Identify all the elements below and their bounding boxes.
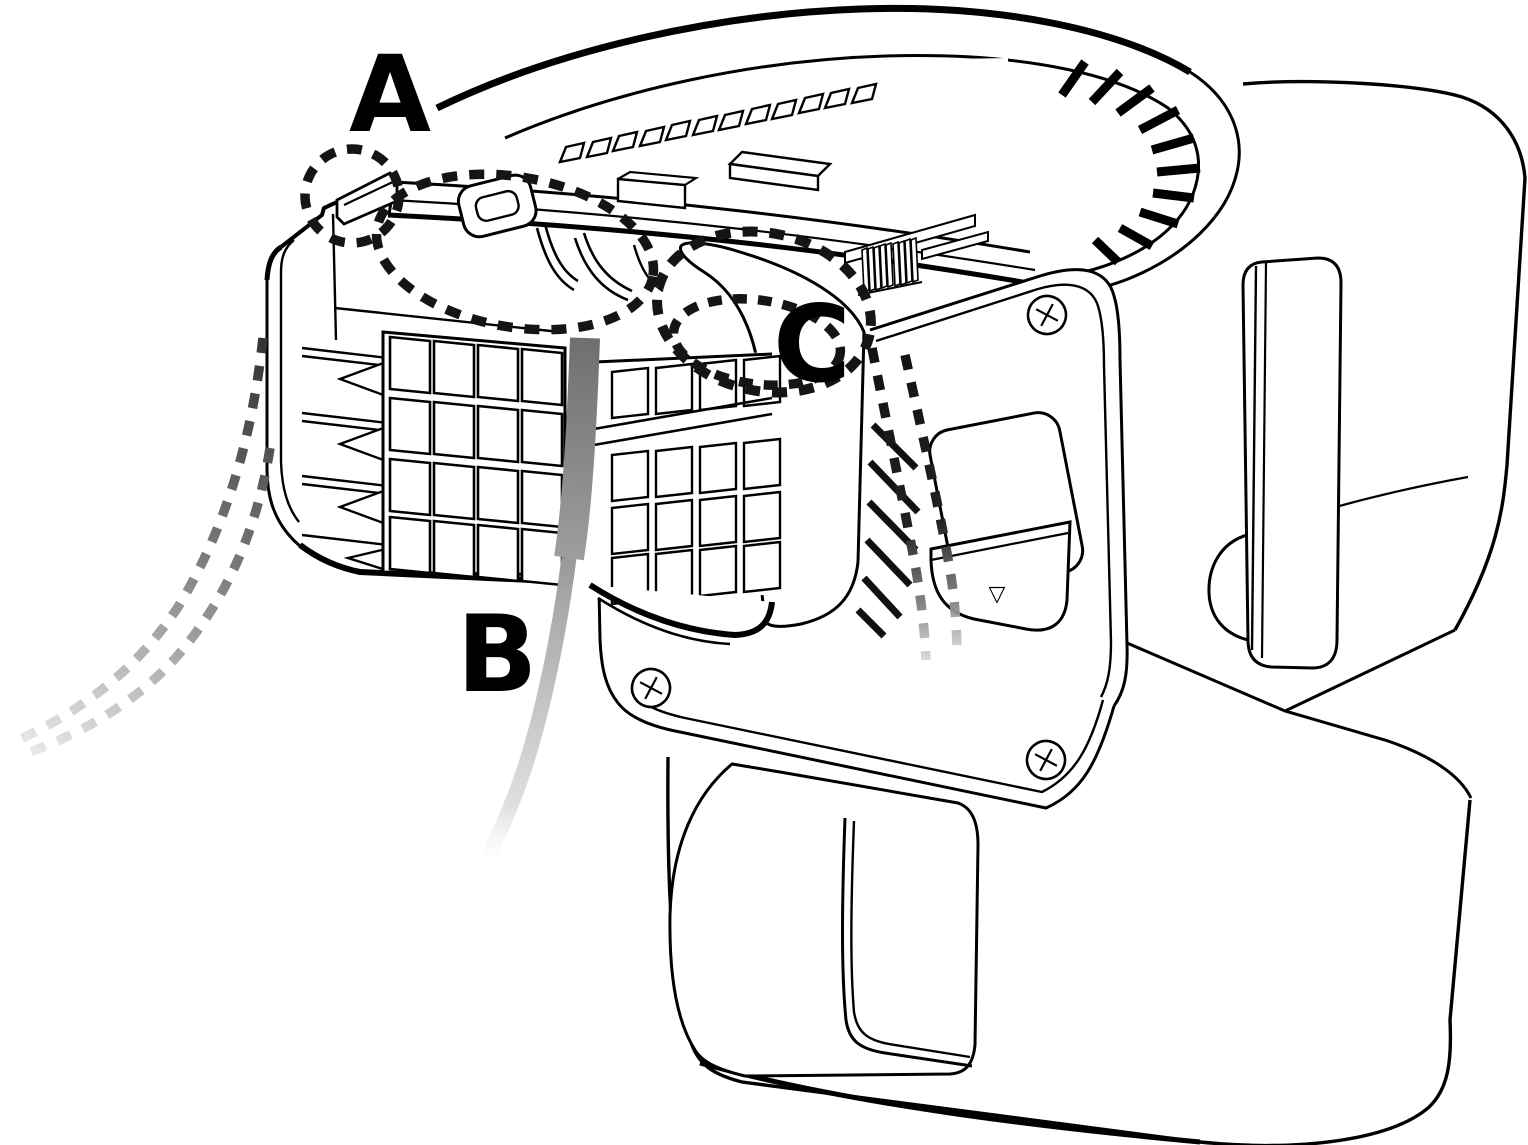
grid-left xyxy=(381,330,567,587)
shelf-gussets xyxy=(301,346,389,572)
tape-path-guide-loop-outer xyxy=(652,226,876,398)
side-housing xyxy=(1120,79,1527,787)
tape-path-exit-left-1 xyxy=(16,337,268,745)
tape-path-guide-loop-inner xyxy=(668,294,846,390)
deck-rail xyxy=(387,150,1041,296)
ring-gear xyxy=(435,4,1241,316)
cartridge-bay xyxy=(264,171,782,646)
latch-button xyxy=(1241,256,1343,670)
handle-cutout xyxy=(668,762,980,1078)
triangle-marker: ▽ xyxy=(989,582,1006,607)
label-b: B xyxy=(457,593,538,716)
grid-right xyxy=(587,352,782,646)
tape-ribbon xyxy=(478,337,600,866)
label-c: C xyxy=(773,283,851,406)
release-pocket: ▽ xyxy=(928,411,1085,632)
ring-teeth-radial xyxy=(1058,59,1201,266)
u-slot xyxy=(456,173,538,239)
tape-path-exit-right-2 xyxy=(900,353,962,659)
tape-path-exit-right-1 xyxy=(867,347,931,661)
tape-path-exit-left-2 xyxy=(28,447,275,757)
label-a: A xyxy=(349,33,431,156)
